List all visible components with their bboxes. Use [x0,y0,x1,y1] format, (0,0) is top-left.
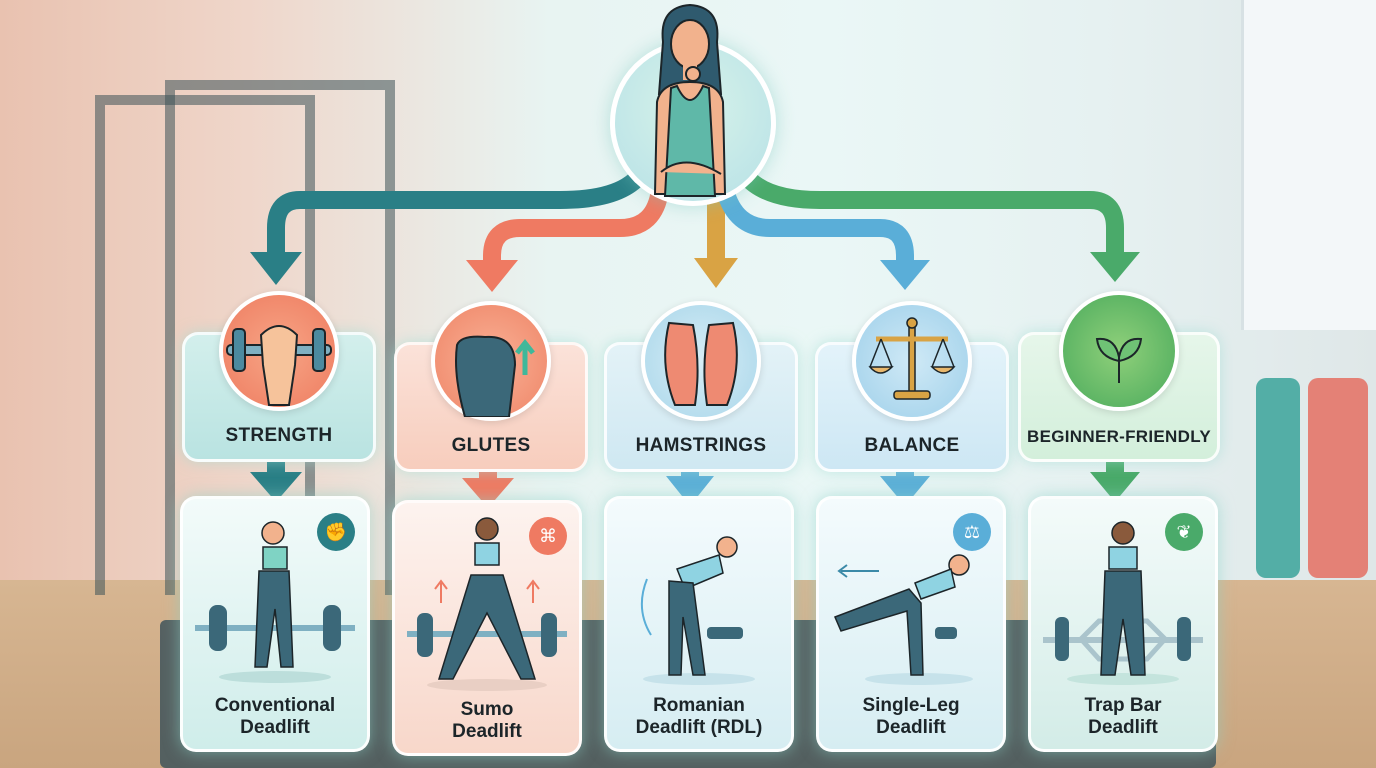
category-label: STRENGTH [225,425,333,446]
fist-dumbbell-icon [219,291,339,411]
leaf-icon: ❦ [1165,513,1203,551]
window [1241,0,1376,330]
thinking-woman-icon [653,3,727,197]
glutes-icon: ⌘ [529,517,567,555]
hamstring-muscle-icon [641,301,761,421]
category-label: BEGINNER-FRIENDLY [1027,427,1211,446]
scales-icon [852,301,972,421]
glutes-arrow-up-icon [431,301,551,421]
trap-bar-deadlift-illustration [1043,521,1203,685]
power-rack-inner [165,80,395,595]
scales-icon: ⚖ [953,513,991,551]
fist-dumbbell-icon: ✊ [317,513,355,551]
foam-roller-red [1308,378,1368,578]
category-balance: BALANCE [815,301,1009,472]
category-hamstrings: HAMSTRINGS [604,301,798,472]
sumo-deadlift-illustration [407,517,567,691]
romanian-deadlift-illustration [640,536,755,685]
category-beginner-friendly: BEGINNER-FRIENDLY [1018,291,1220,462]
leaf-badge-icon [1059,291,1179,411]
category-strength: STRENGTH [182,291,376,462]
category-label: HAMSTRINGS [635,435,767,456]
single-leg-deadlift-illustration [834,554,973,685]
category-label: BALANCE [864,435,960,456]
conventional-deadlift-illustration [195,521,355,683]
category-glutes: GLUTES [394,301,588,472]
category-label: GLUTES [451,435,531,456]
foam-roller-teal [1256,378,1300,578]
